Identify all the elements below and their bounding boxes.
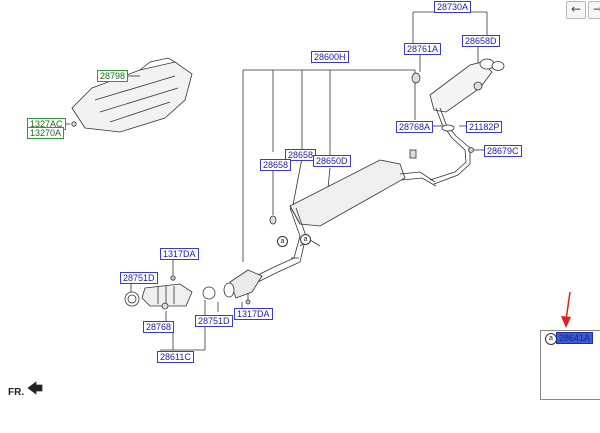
callout-a-marker: a [277, 236, 288, 247]
arrow-right-icon: → [592, 2, 600, 16]
center-muffler [289, 159, 406, 227]
part-label-28768A[interactable]: 28768A [396, 121, 434, 133]
arrow-left-icon: ← [570, 2, 582, 16]
part-label-28650D[interactable]: 28650D [313, 155, 351, 167]
part-label-28798[interactable]: 28798 [97, 70, 129, 82]
part-label-28658D[interactable]: 28658D [462, 35, 500, 47]
tail-muffler [429, 61, 493, 113]
part-label-13270A[interactable]: 13270A [27, 127, 65, 139]
part-label-1317DA-bottom[interactable]: 1317DA [234, 308, 273, 320]
part-label-28768[interactable]: 28768 [143, 321, 175, 333]
flex-pipe [141, 283, 193, 307]
part-label-28679C[interactable]: 28679C [484, 145, 522, 157]
forward-button[interactable]: → [588, 1, 600, 19]
part-label-21182P[interactable]: 21182P [466, 121, 503, 133]
heat-shield [71, 61, 193, 133]
part-label-28611C[interactable]: 28611C [157, 351, 194, 363]
part-label-28761A[interactable]: 28761A [404, 43, 442, 55]
callout-a-marker: a [300, 234, 311, 245]
part-label-28751D-right[interactable]: 28751D [195, 315, 233, 327]
part-label-1317DA-top[interactable]: 1317DA [160, 248, 199, 260]
part-label-28600H[interactable]: 28600H [311, 51, 349, 63]
front-catalytic [229, 269, 263, 299]
part-label-28641A[interactable]: 28641A [556, 332, 594, 344]
front-direction-label: FR. [8, 387, 25, 398]
back-button[interactable]: ← [566, 1, 586, 19]
red-arrow [561, 291, 571, 328]
part-label-28730A[interactable]: 28730A [434, 1, 472, 13]
part-label-28658-lower[interactable]: 28658 [260, 159, 292, 171]
part-label-28751D-left[interactable]: 28751D [120, 272, 158, 284]
